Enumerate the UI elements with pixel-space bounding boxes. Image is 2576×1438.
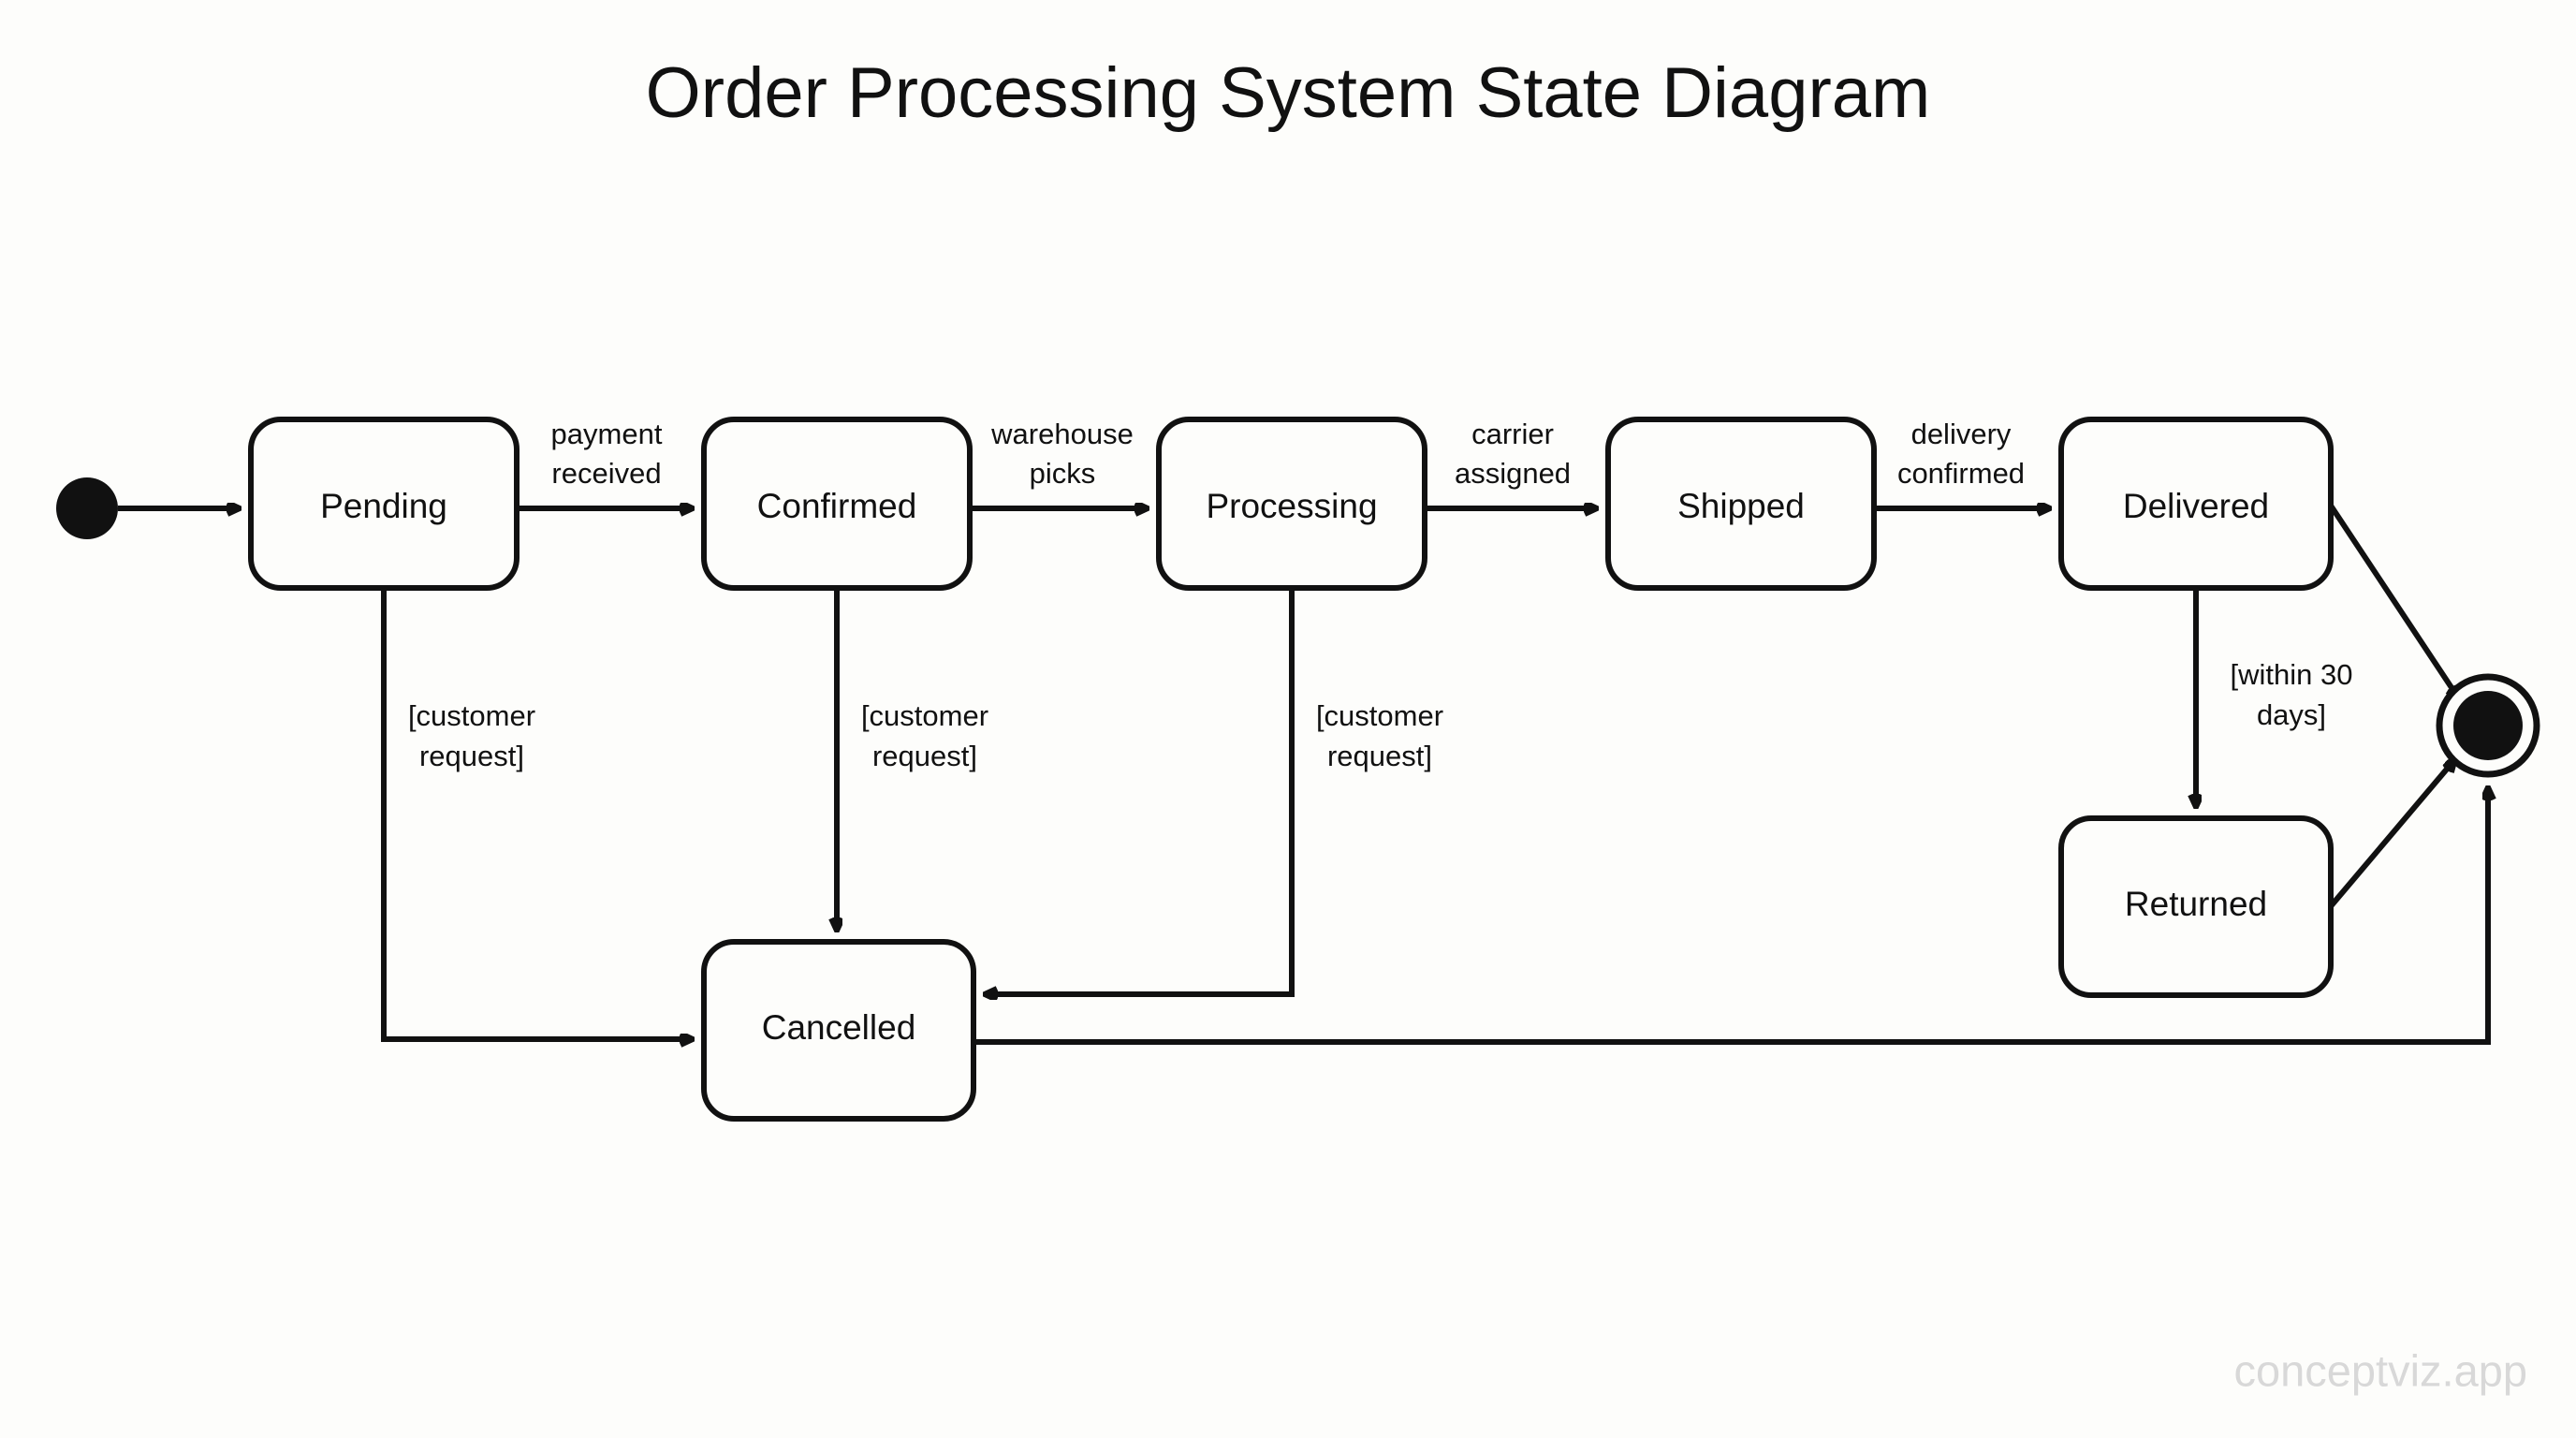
state-box [2058, 815, 2334, 998]
transition-label-line1: payment [551, 418, 663, 450]
transition-confirmed-to-cancelled: [customer request] [837, 588, 988, 930]
edge-path [2328, 504, 2458, 697]
state-box [701, 939, 976, 1122]
state-box [1156, 417, 1427, 591]
transition-label-line1: warehouse [990, 418, 1134, 450]
transition-label-line2: assigned [1455, 457, 1571, 490]
final-state-core-icon [2453, 691, 2523, 760]
state-node-confirmed[interactable]: Confirmed [701, 417, 973, 591]
transition-label-line2: received [551, 457, 661, 490]
transition-label-line1: carrier [1471, 418, 1554, 450]
state-label: Confirmed [757, 487, 917, 525]
edge-path [2328, 760, 2454, 908]
transition-delivered-to-returned: [within 30 days] [2196, 588, 2352, 806]
transition-processing-to-shipped: carrier assigned [1425, 418, 1596, 508]
transition-processing-to-cancelled: [customer request] [986, 588, 1443, 994]
transition-confirmed-to-processing: warehouse picks [970, 418, 1147, 508]
state-node-processing[interactable]: Processing [1156, 417, 1427, 591]
transition-label-line1: [within 30 [2231, 658, 2353, 691]
transition-shipped-to-delivered: delivery confirmed [1874, 418, 2049, 508]
state-node-cancelled[interactable]: Cancelled [701, 939, 976, 1122]
state-label: Returned [2125, 885, 2267, 923]
transition-returned-to-end [2328, 760, 2454, 908]
page-title: Order Processing System State Diagram [646, 53, 1931, 133]
transition-label-line1: [customer [861, 699, 988, 732]
watermark: conceptviz.app [2233, 1345, 2527, 1395]
node-initial-state[interactable] [56, 477, 118, 539]
state-box [701, 417, 973, 591]
initial-state-icon [56, 477, 118, 539]
transition-cancelled-to-end [973, 788, 2488, 1045]
edge-path [973, 788, 2488, 1045]
state-label: Processing [1206, 487, 1377, 525]
state-node-delivered[interactable]: Delivered [2058, 417, 2334, 591]
transition-delivered-to-end [2328, 504, 2458, 697]
state-label: Delivered [2123, 487, 2269, 525]
transition-label-line2: request] [419, 740, 524, 772]
transition-label-line2: confirmed [1897, 457, 2025, 490]
state-node-shipped[interactable]: Shipped [1605, 417, 1877, 591]
transition-label-line1: [customer [1316, 699, 1443, 732]
transition-label-line2: picks [1030, 457, 1096, 490]
transition-pending-to-confirmed: payment received [517, 418, 692, 508]
state-label: Cancelled [762, 1008, 916, 1047]
node-final-state[interactable] [2436, 673, 2540, 778]
transition-label-line2: request] [1327, 740, 1432, 772]
state-node-pending[interactable]: Pending [248, 417, 520, 591]
transition-pending-to-cancelled: [customer request] [381, 588, 692, 1039]
state-node-returned[interactable]: Returned [2058, 815, 2334, 998]
transition-label-line2: days] [2257, 698, 2326, 731]
state-box [2058, 417, 2334, 591]
state-label: Shipped [1677, 487, 1805, 525]
transition-label-line1: [customer [408, 699, 535, 732]
state-label: Pending [320, 487, 447, 525]
edge-path [381, 588, 692, 1039]
transition-label-line1: delivery [1911, 418, 2012, 450]
transition-label-line2: request] [872, 740, 977, 772]
edge-path [986, 588, 1295, 994]
state-box [248, 417, 520, 591]
state-box [1605, 417, 1877, 591]
